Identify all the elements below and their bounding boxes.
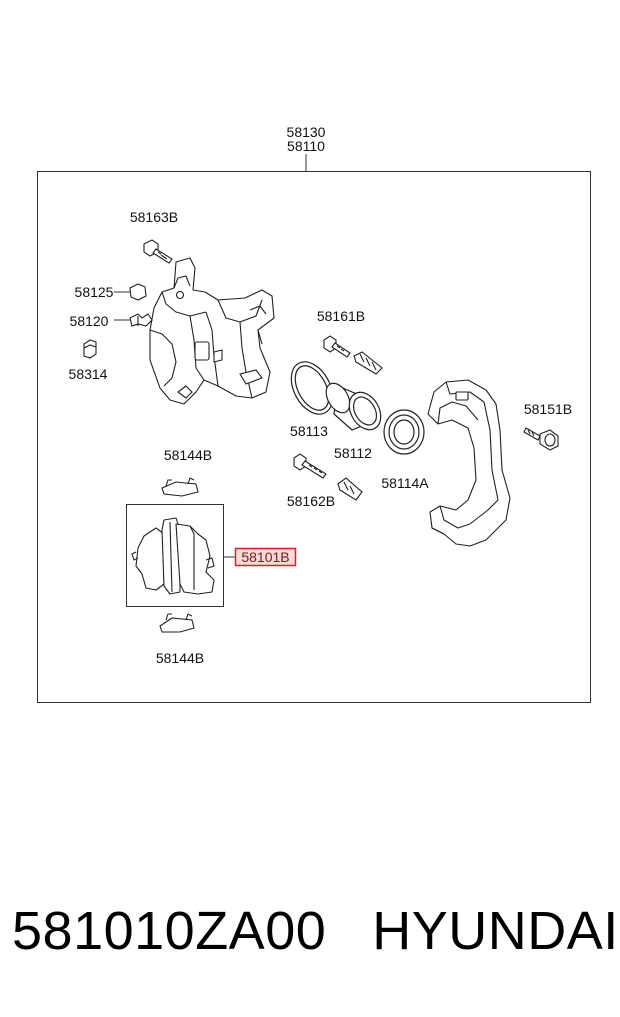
part-label-58112: 58112: [334, 445, 372, 461]
pad-clip-58144b-top: [161, 477, 199, 497]
brake-pad-kit-frame: [126, 504, 224, 607]
part-label-58144b-bottom: 58144B: [156, 650, 204, 666]
part-label-58113: 58113: [290, 423, 328, 439]
part-label-58101b: 58101B: [241, 549, 289, 565]
part-label-58314: 58314: [69, 366, 108, 382]
brake-pad-set: [131, 517, 215, 595]
guide-pin-58162b: [337, 477, 363, 501]
bolt-58162b: [293, 453, 327, 479]
caliper-carrier-bracket: [427, 379, 511, 547]
piston-seal-58113: [290, 361, 334, 415]
caliper-housing: [149, 257, 275, 405]
piston-boot-58114a: [383, 409, 425, 455]
bolt-58163b: [143, 239, 173, 264]
guide-pin-58161b: [353, 351, 383, 375]
dust-cap-58125: [114, 283, 147, 301]
assembly-frame: [37, 171, 591, 703]
part-label-58144b-top: 58144B: [164, 447, 212, 463]
piston-58112: [325, 382, 382, 431]
footer-part-number: 581010ZA00: [12, 901, 327, 961]
part-label-58163b: 58163B: [130, 209, 178, 225]
highlight-box-58101b: [234, 547, 297, 567]
part-label-58162b: 58162B: [287, 493, 335, 509]
bolt-58151b: [523, 427, 559, 451]
cap-58314: [83, 339, 97, 359]
part-label-58120: 58120: [70, 313, 109, 329]
assembly-label-58110: 58110: [287, 138, 325, 154]
footer-caption: 581010ZA00 HYUNDAI: [12, 900, 618, 980]
bolt-58161b: [323, 335, 351, 358]
bleeder-screw-58120: [114, 313, 153, 327]
assembly-label-58130: 58130: [287, 124, 326, 140]
pad-clip-58144b-bottom: [159, 613, 195, 633]
footer-brand: HYUNDAI: [372, 901, 619, 961]
part-label-58151b: 58151B: [524, 401, 572, 417]
part-label-58161b: 58161B: [317, 308, 365, 324]
part-label-58125: 58125: [75, 284, 114, 300]
part-label-58114a: 58114A: [381, 475, 429, 491]
